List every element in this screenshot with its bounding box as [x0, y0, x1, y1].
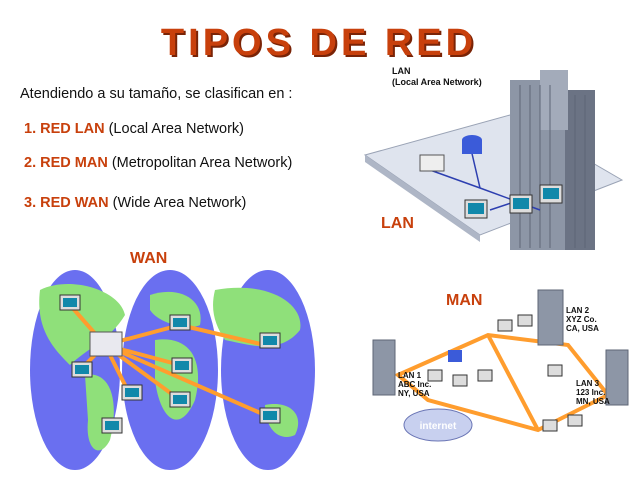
wan-computer-icon: [169, 314, 191, 331]
item-desc: (Local Area Network): [104, 121, 244, 137]
wan-computer-icon: [71, 361, 93, 378]
man-computer-icon: [497, 319, 513, 332]
wan-computer-icon: [171, 357, 193, 374]
man-building-lan1: [372, 339, 396, 396]
wan-computer-icon: [59, 294, 81, 311]
internet-cloud: internet: [403, 408, 473, 442]
man-diagram: internet LAN 1 ABC Inc. NY, USA LAN 2 XY…: [372, 289, 629, 442]
item-key: 3. RED WAN: [24, 195, 109, 211]
wan-label: WAN: [130, 250, 168, 267]
man-building-lan3: [605, 349, 629, 406]
wan-map: [30, 270, 315, 470]
man-computer-icon: [477, 369, 493, 382]
lan-printer-icon: [419, 154, 445, 172]
item-desc: (Metropolitan Area Network): [107, 155, 293, 171]
lan-server-icon: [462, 135, 482, 154]
lan-label: LAN: [381, 215, 414, 232]
item-key: 1. RED LAN: [24, 121, 105, 137]
lan-computer-icon: [539, 184, 563, 204]
lan-tower-building: [510, 70, 595, 250]
list-item-wan: 3. RED WAN (Wide Area Network): [24, 195, 246, 211]
man-computer-icon: [427, 369, 443, 382]
lan2-label: LAN 2 XYZ Co. CA, USA: [566, 306, 599, 333]
lan-caption-subtitle: (Local Area Network): [392, 77, 482, 87]
internet-label: internet: [420, 421, 457, 432]
man-computer-icon: [547, 364, 563, 377]
list-item-lan: 1. RED LAN (Local Area Network): [24, 121, 244, 137]
item-key: 2. RED MAN: [24, 155, 108, 171]
wan-hub-building: [89, 331, 123, 357]
lan3-label: LAN 3 123 Inc. MN, USA: [576, 379, 610, 406]
lan-computer-icon: [464, 199, 488, 219]
man-building-lan2: [537, 289, 564, 346]
wan-computer-icon: [259, 407, 281, 424]
wan-computer-icon: [259, 332, 281, 349]
lan-computer-icon: [509, 194, 533, 214]
page-title: TIPOS DE RED: [160, 22, 478, 64]
man-label: MAN: [446, 292, 483, 309]
man-computer-icon: [517, 314, 533, 327]
wan-computer-icon: [121, 384, 143, 401]
wan-computer-icon: [169, 391, 191, 408]
lan1-label: LAN 1 ABC Inc. NY, USA: [398, 371, 434, 398]
intro-text: Atendiendo a su tamaño, se clasifican en…: [20, 86, 293, 102]
man-computer-icon: [452, 374, 468, 387]
lan-diagram: LAN (Local Area Network): [363, 66, 624, 250]
man-computer-icon: [542, 419, 558, 432]
item-desc: (Wide Area Network): [108, 195, 247, 211]
list-item-man: 2. RED MAN (Metropolitan Area Network): [24, 155, 292, 171]
lan-floor-edge: [365, 155, 480, 242]
wan-computer-icon: [101, 417, 123, 434]
lan-caption-title: LAN: [392, 66, 411, 76]
man-computer-icon: [567, 414, 583, 427]
man-server-icon: [448, 350, 462, 362]
